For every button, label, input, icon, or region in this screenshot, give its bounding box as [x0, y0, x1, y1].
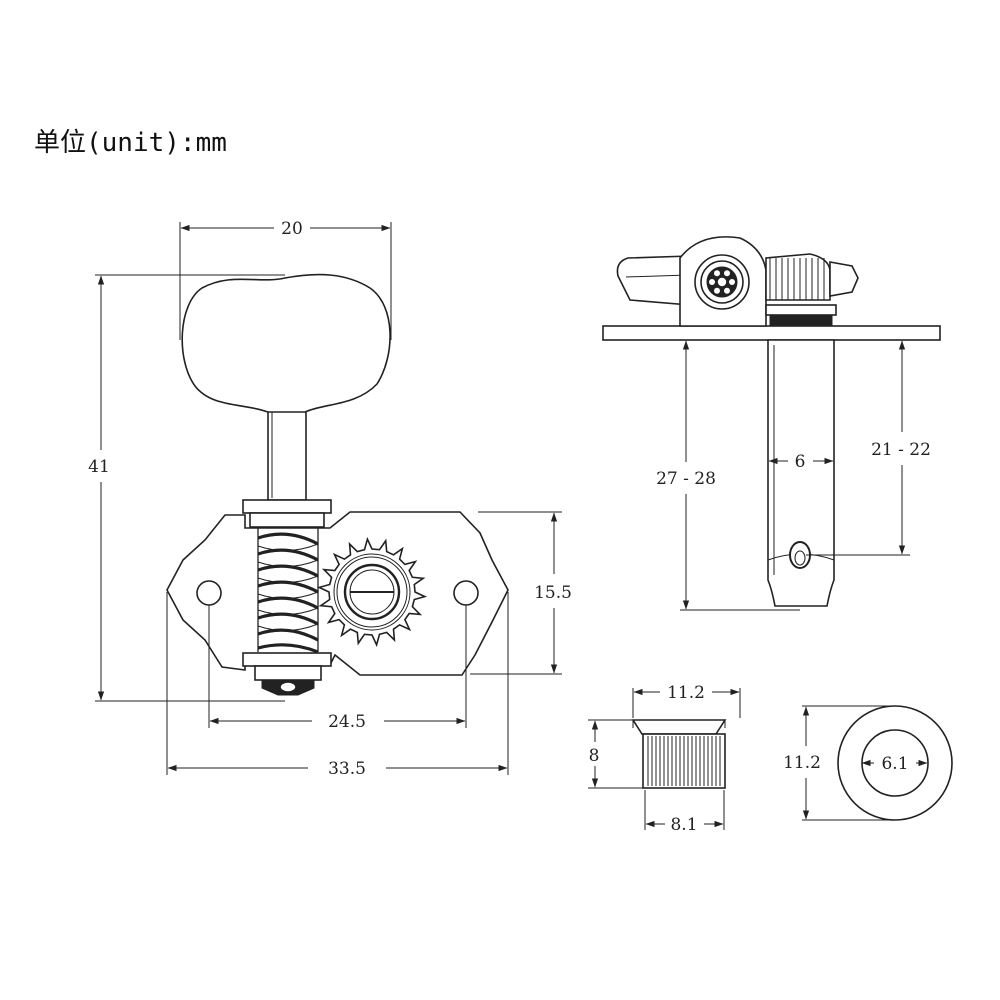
knob-stem — [267, 405, 307, 501]
bushing-flange — [631, 719, 727, 735]
front-view: 20 41 15.5 24.5 33.5 — [88, 219, 572, 779]
dim-body-diameter: 8.1 — [670, 815, 697, 835]
mounting-hole-right — [453, 580, 479, 606]
bushing-side-view: 11.2 8 8.1 — [588, 683, 741, 835]
knob — [181, 273, 391, 413]
side-view: 27 - 28 6 21 - 22 — [602, 236, 941, 611]
dim-post-length: 27 - 28 — [656, 469, 716, 489]
mounting-hole-left — [196, 580, 222, 606]
string-post — [767, 339, 835, 607]
worm-gear — [316, 536, 428, 648]
dim-outer-diameter: 11.2 — [783, 753, 821, 773]
dim-post-diameter: 6 — [795, 452, 806, 472]
side-knob — [616, 255, 691, 306]
spring — [257, 528, 319, 654]
dim-inner-diameter: 6.1 — [881, 754, 908, 774]
lower-washer — [242, 652, 332, 667]
dim-knob-width: 20 — [281, 219, 303, 239]
dim-bushing-height: 8 — [589, 746, 600, 766]
dim-hole-height: 21 - 22 — [871, 440, 931, 460]
dim-total-height: 41 — [88, 457, 110, 477]
dim-hole-spacing: 24.5 — [328, 712, 366, 732]
bushing-top-view: 6.1 11.2 — [783, 705, 953, 821]
dim-flange-diameter: 11.2 — [667, 683, 705, 703]
dim-plate-width: 33.5 — [328, 759, 366, 779]
unit-label: 单位(unit):mm — [34, 128, 227, 158]
dim-plate-height: 15.5 — [534, 583, 572, 603]
side-baseplate — [602, 325, 941, 341]
upper-washer — [242, 499, 332, 514]
